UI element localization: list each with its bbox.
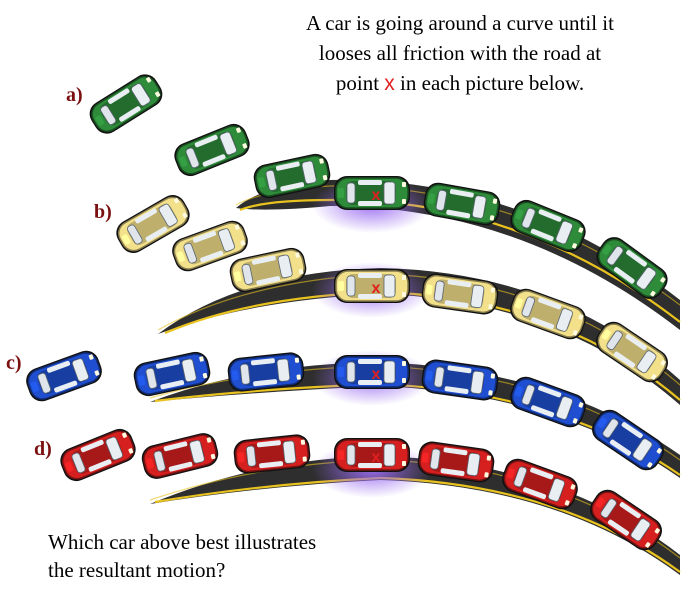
car-headlight-right <box>488 390 493 396</box>
car-rear-window <box>246 446 256 467</box>
car-headlight-right <box>402 199 406 204</box>
car-side-window-left <box>358 442 382 447</box>
car-headlight-right <box>402 292 406 297</box>
car-headlight-left <box>402 361 406 366</box>
car-rear-window <box>240 364 250 385</box>
car-windshield <box>277 359 290 382</box>
option-label-b[interactable]: b) <box>94 201 112 224</box>
car-trunk-light <box>338 450 344 460</box>
car-b-7 <box>591 317 673 388</box>
car-d-2 <box>139 430 221 481</box>
car-a-5 <box>422 181 503 228</box>
car-headlight-left <box>491 287 496 293</box>
point-x-mark-a: x <box>372 187 381 204</box>
car-rear-window <box>347 445 355 465</box>
car-c-5 <box>420 358 500 402</box>
car-headlight-right <box>484 472 489 478</box>
car-side-window-left <box>358 180 382 185</box>
car-headlight-right <box>402 461 406 466</box>
car-trunk-light <box>338 281 344 291</box>
question-line-1: Which car above best illustrates <box>48 528 408 556</box>
car-trunk-light <box>338 188 344 198</box>
point-x-mark-b: x <box>372 280 381 297</box>
car-windshield <box>384 275 395 297</box>
option-label-d[interactable]: d) <box>34 438 52 461</box>
car-d-1 <box>56 425 139 485</box>
car-headlight-left <box>491 373 496 379</box>
car-headlight-right <box>296 374 301 379</box>
option-label-c[interactable]: c) <box>6 352 22 375</box>
car-windshield <box>384 444 395 466</box>
car-headlight-right <box>302 456 307 461</box>
question-text: Which car above best illustrates the res… <box>48 528 408 584</box>
car-c-1 <box>22 347 105 405</box>
point-x-mark-c: x <box>372 366 381 383</box>
car-headlight-left <box>295 358 300 363</box>
car-side-window-left <box>358 359 382 364</box>
car-a-2 <box>170 120 253 180</box>
car-headlight-left <box>301 440 306 445</box>
car-trunk-light <box>232 370 239 381</box>
option-label-a[interactable]: a) <box>66 84 83 107</box>
car-windshield <box>384 182 395 204</box>
car-rear-window <box>347 183 355 203</box>
car-headlight-right <box>488 304 493 310</box>
car-headlight-right <box>402 378 406 383</box>
car-headlight-left <box>487 455 492 461</box>
car-a-1 <box>85 69 167 138</box>
car-windshield <box>384 361 395 383</box>
car-c-6 <box>506 373 589 431</box>
point-x-mark-d: x <box>372 449 381 466</box>
question-line-2: the resultant motion? <box>48 556 408 584</box>
car-headlight-left <box>402 182 406 187</box>
car-trunk-light <box>238 452 245 463</box>
car-headlight-left <box>402 444 406 449</box>
car-d-7 <box>585 485 667 556</box>
car-side-window-left <box>358 273 382 278</box>
car-c-7 <box>587 405 669 476</box>
car-trunk-light <box>338 367 344 377</box>
car-rear-window <box>347 362 355 382</box>
car-rear-window <box>347 276 355 296</box>
car-b-6 <box>506 285 589 343</box>
car-headlight-left <box>402 275 406 280</box>
car-windshield <box>283 441 296 464</box>
car-b-5 <box>420 272 500 316</box>
